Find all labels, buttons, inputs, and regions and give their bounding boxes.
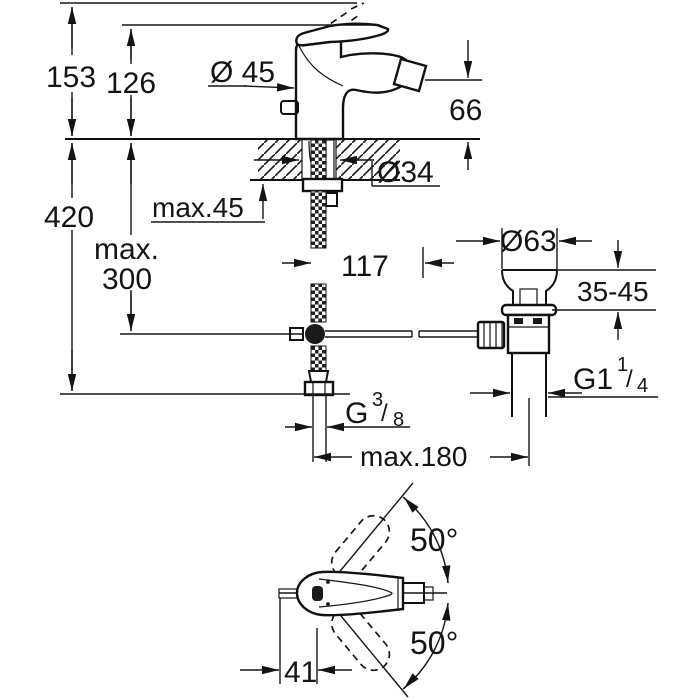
- g38-union-nut: [303, 380, 335, 397]
- dim-waste-flange-diameter: Ø63: [500, 225, 557, 258]
- mounting-nut: [301, 177, 344, 193]
- faucet-body: [294, 34, 408, 141]
- dim-swivel-up: 50°: [410, 522, 458, 558]
- hose-nipple: [325, 192, 338, 207]
- waste-slot-right: [533, 318, 542, 324]
- flex-hose-segment-3: [310, 345, 327, 372]
- dim-lever-offset: 41: [284, 656, 317, 689]
- screw-dot-top: [326, 580, 330, 584]
- waste-neck-right: [545, 269, 558, 305]
- dim-hose-length: 420: [44, 201, 94, 234]
- top-view: 50° 50° 41: [240, 482, 458, 698]
- aerator-tip: [392, 57, 428, 93]
- dim-hole-diameter: Ø34: [377, 156, 434, 189]
- faucet-side-profile: [280, 2, 428, 141]
- dim-spout-projection: 117: [341, 250, 389, 283]
- dim-swivel-down: 50°: [410, 625, 458, 661]
- dim-waste-thread: G1 1 / 4: [573, 354, 648, 397]
- popup-rod-ball-joint: [305, 324, 325, 344]
- dim-lever-raised-height: 153: [46, 61, 96, 94]
- body-seam-curve: [298, 45, 344, 87]
- dim-deck-thickness: max.45: [152, 192, 244, 223]
- waste-slot-left: [514, 318, 523, 324]
- waste-neck-left: [501, 269, 514, 305]
- lever-outline-top: [318, 578, 393, 608]
- popup-waste-assembly: [476, 269, 558, 417]
- dim-hose-spread: max.180: [360, 441, 467, 472]
- supply-thread-denominator: 8: [393, 409, 404, 431]
- waste-thread-numerator: 1: [617, 354, 628, 376]
- lever-raised-dashes: [310, 2, 365, 42]
- threaded-shank-upper: [310, 139, 327, 180]
- cartridge-hole: [312, 586, 323, 601]
- waste-plug-inner: [519, 288, 538, 306]
- popup-horizontal-rod: [325, 330, 478, 338]
- waste-thread-slash: /: [626, 366, 633, 393]
- top-view-dimensions: 50° 50° 41: [240, 522, 458, 689]
- lever-handle: [295, 22, 390, 47]
- screw-dot-bottom: [326, 602, 330, 606]
- supply-thread-slash: /: [381, 400, 388, 427]
- supply-thread-numerator: 3: [372, 389, 383, 411]
- flex-hose-segment-1: [310, 190, 327, 249]
- rod-adjust-knob: [476, 320, 506, 350]
- dim-supply-thread: G 3 / 8: [345, 389, 404, 431]
- hose-end-collar: [307, 370, 330, 383]
- shank-and-hoses: [289, 139, 478, 397]
- faucet-body-top: [295, 570, 405, 617]
- waste-thread-denominator: 4: [637, 375, 648, 397]
- dim-body-diameter: Ø 45: [210, 56, 275, 89]
- dim-spout-height: 66: [449, 94, 482, 127]
- waste-thread-base: G1: [573, 363, 613, 396]
- supply-thread-base: G: [345, 397, 368, 430]
- waste-flange-ring: [500, 303, 558, 317]
- side-view: 153 126 Ø 45 66 Ø34 max.45 420 max. 300 …: [44, 2, 658, 472]
- side-view-dimensions: 153 126 Ø 45 66 Ø34 max.45 420 max. 300 …: [44, 2, 658, 472]
- dim-waste-deck-range: 35-45: [577, 276, 649, 307]
- side-knob: [280, 100, 299, 115]
- dim-body-height: 126: [106, 67, 156, 100]
- dim-supply-depth-line2: 300: [102, 263, 152, 296]
- flex-hose-segment-2: [310, 283, 327, 323]
- dim-supply-depth-line1: max.: [94, 233, 159, 266]
- aerator-top: [423, 586, 434, 601]
